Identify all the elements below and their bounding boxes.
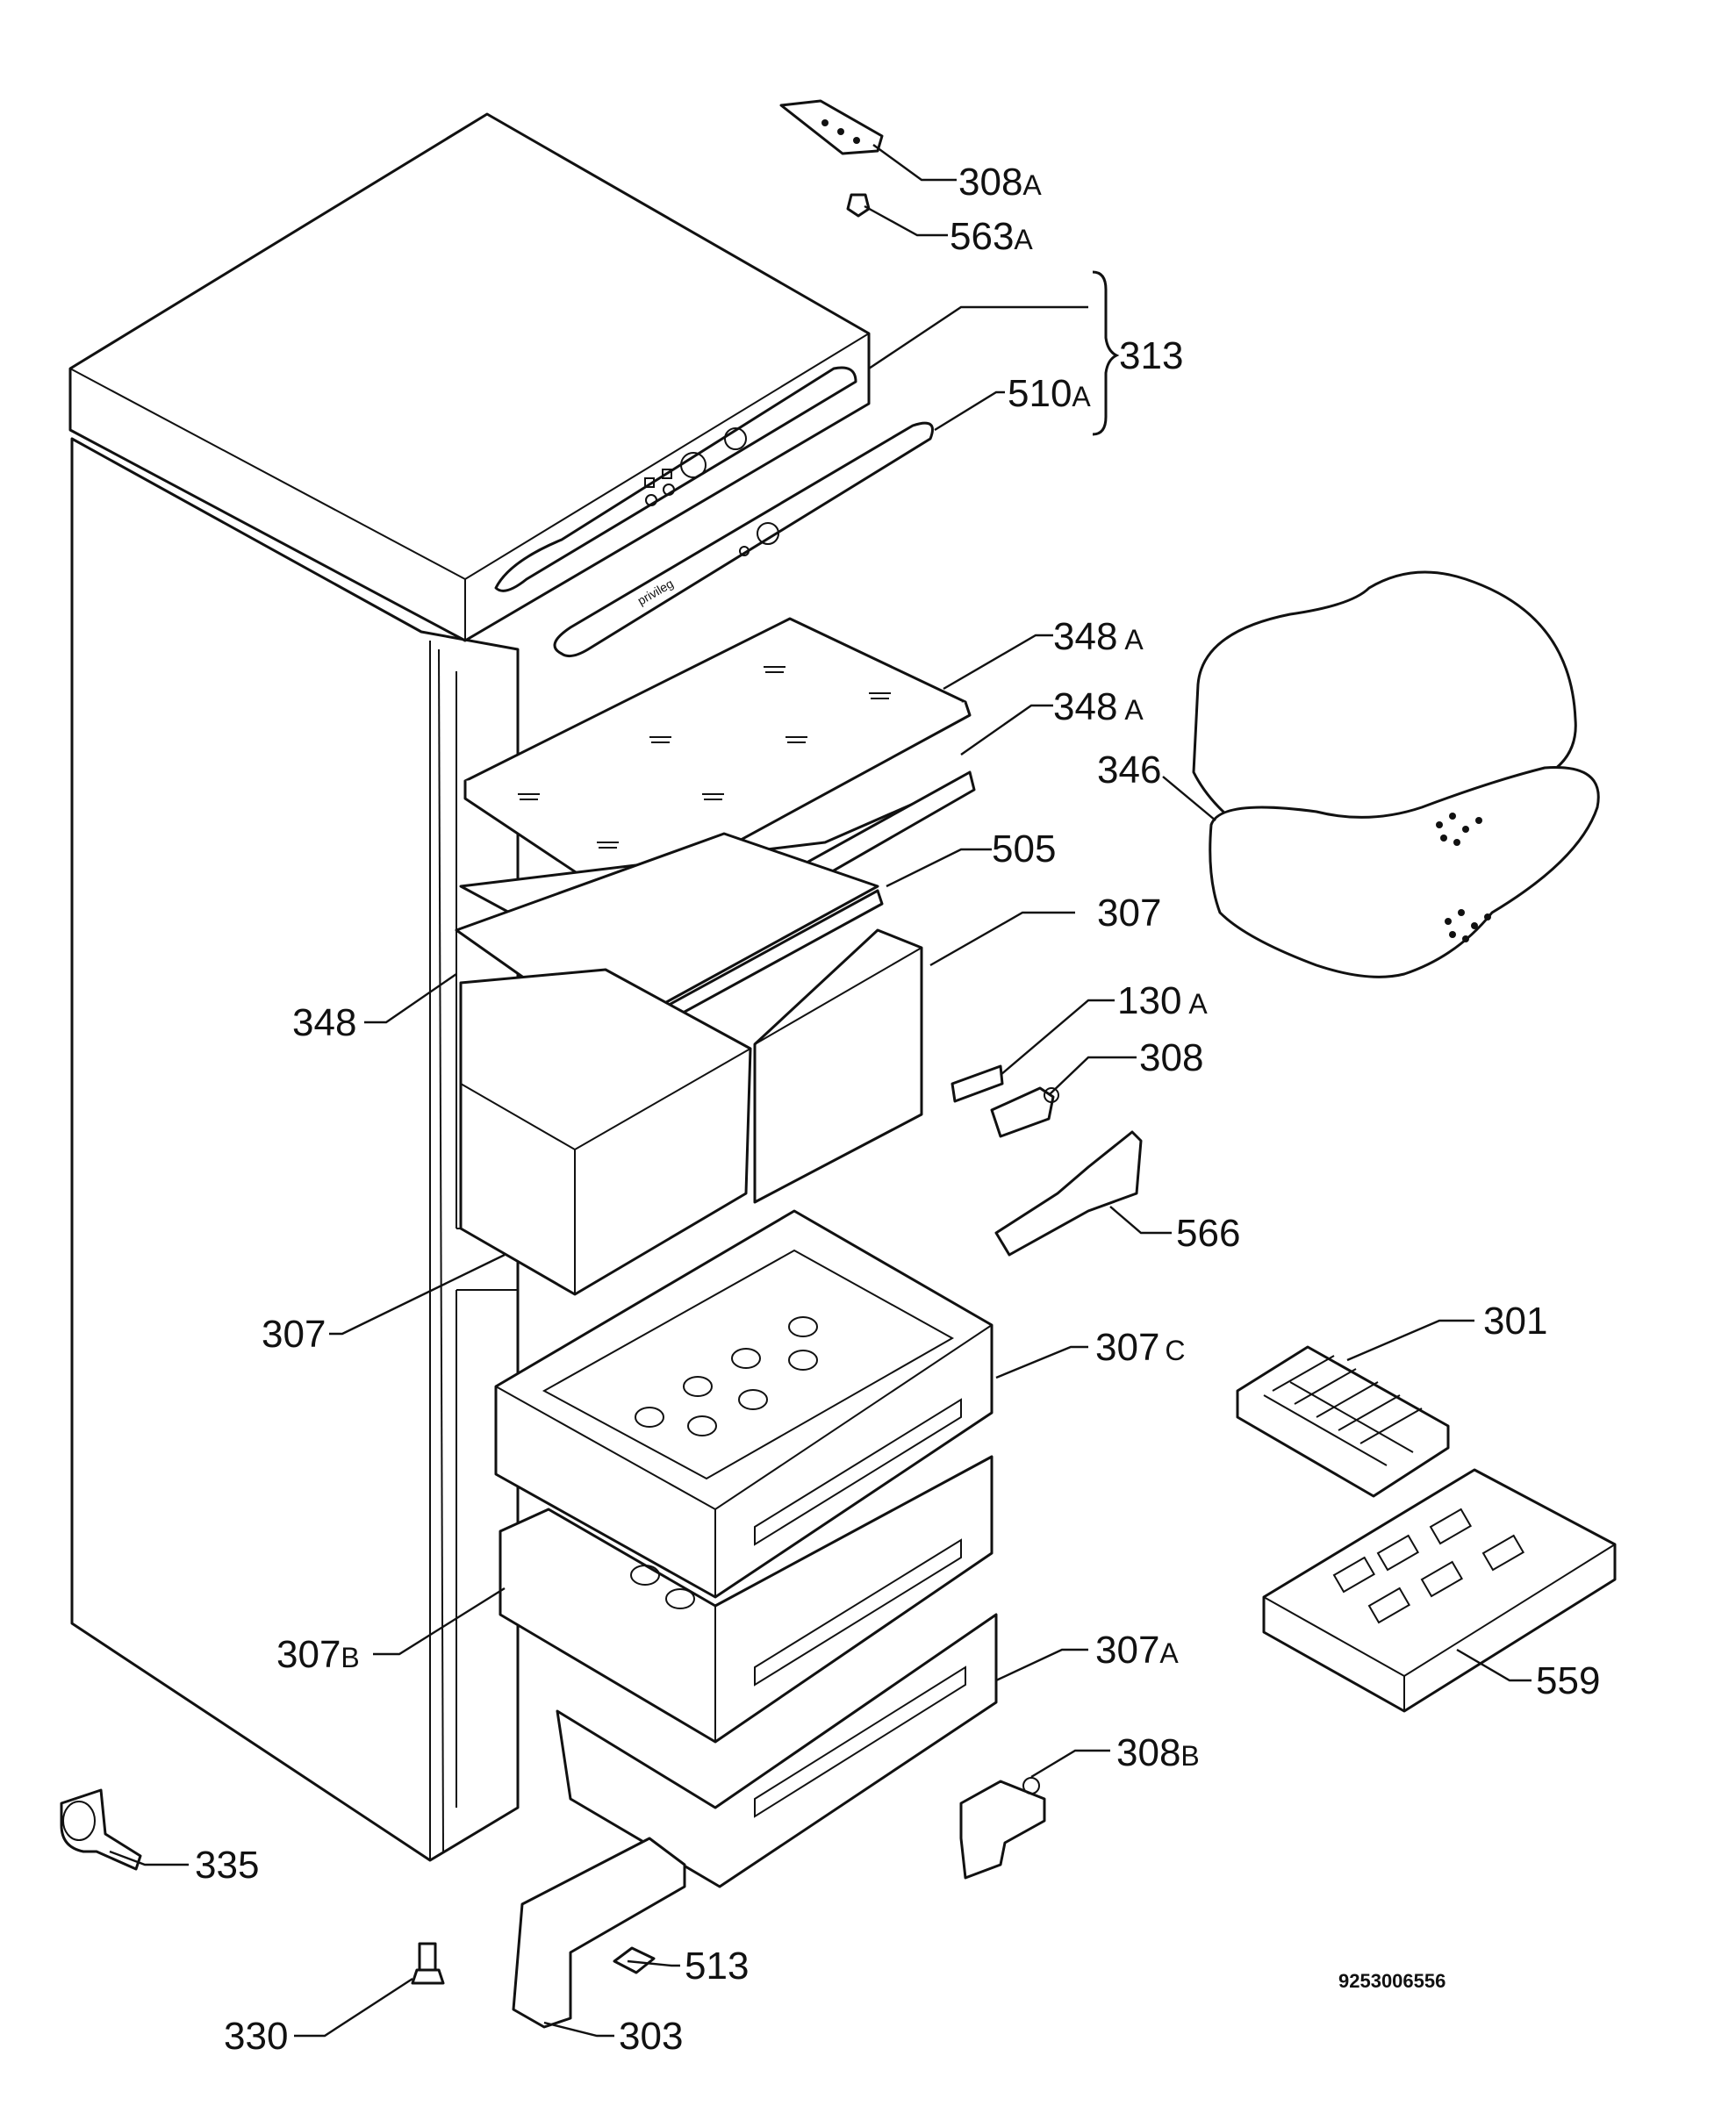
glass-shelf-upper — [463, 617, 972, 906]
vegetable-drawer-left — [459, 968, 752, 1296]
label-505: 505 — [992, 827, 1056, 870]
door-hinge-part — [990, 1086, 1059, 1138]
freezer-drawer-top — [494, 1209, 994, 1599]
label-566: 566 — [1176, 1212, 1240, 1255]
storage-box-with-lid — [1192, 570, 1600, 978]
label-301: 301 — [1483, 1300, 1547, 1343]
top-hinge-part — [779, 99, 884, 155]
label-303: 303 — [619, 2015, 683, 2058]
hinge-screw-part — [846, 193, 871, 218]
label-308B: 308B — [1116, 1731, 1200, 1774]
ice-scraper-part — [994, 1130, 1143, 1257]
label-348: 348 — [292, 1001, 356, 1044]
label-510A: 510A — [1008, 372, 1091, 415]
label-563A: 563A — [950, 215, 1033, 258]
cold-pack-part — [1262, 1468, 1617, 1713]
label-513: 513 — [685, 1945, 749, 1988]
ice-cube-tray-part — [1236, 1345, 1450, 1498]
label-307-left: 307 — [262, 1313, 326, 1356]
label-308A: 308A — [958, 161, 1042, 204]
label-307A: 307A — [1095, 1629, 1179, 1672]
bottom-hinge-part — [959, 1777, 1046, 1880]
top-cover-part — [68, 112, 871, 642]
adjustable-foot-part — [411, 1942, 445, 1985]
label-346: 346 — [1097, 749, 1161, 792]
leader-lines — [109, 144, 1532, 2038]
plinth-cover-part — [512, 1837, 686, 2029]
label-559: 559 — [1536, 1659, 1600, 1702]
group-bracket — [1092, 270, 1120, 436]
label-307-upper: 307 — [1097, 892, 1161, 935]
label-313: 313 — [1119, 334, 1183, 377]
vegetable-drawer-right — [753, 928, 923, 1204]
freezer-drawer-bottom — [556, 1613, 998, 1888]
label-307B: 307B — [276, 1633, 360, 1676]
label-308: 308 — [1139, 1036, 1203, 1079]
door-stop-part — [950, 1064, 1004, 1103]
label-335: 335 — [195, 1844, 259, 1887]
fridge-cabinet — [70, 437, 520, 1862]
drawing-code: 9253006556 — [1338, 1970, 1445, 1992]
label-330: 330 — [224, 2015, 288, 2058]
foot-bracket-part — [60, 1788, 142, 1871]
plinth-clip-part — [613, 1946, 656, 1974]
freezer-drawer-middle — [499, 1455, 994, 1744]
